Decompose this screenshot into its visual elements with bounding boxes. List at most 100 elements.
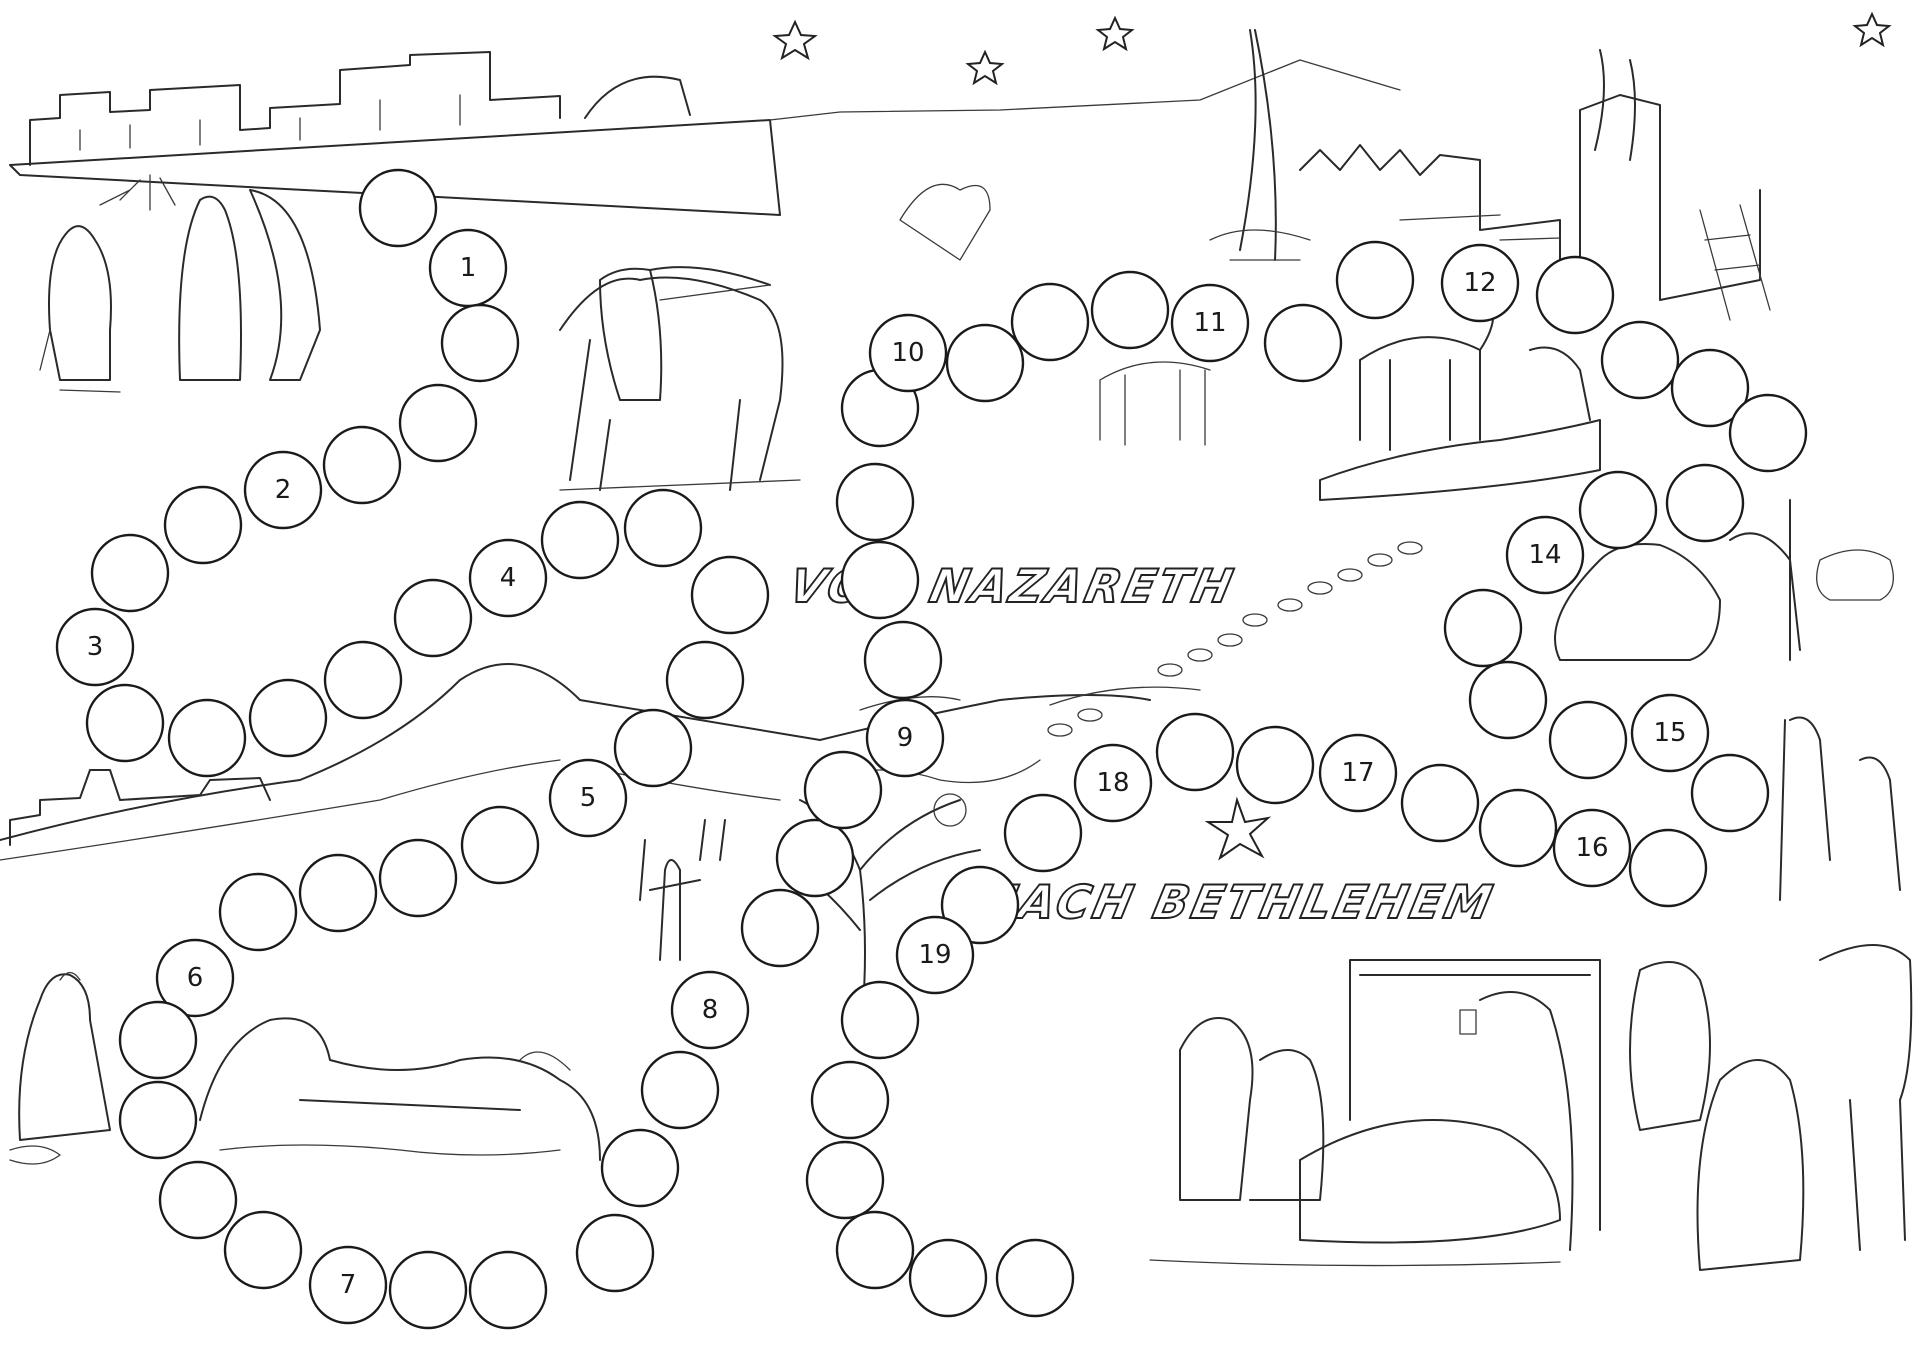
board-field[interactable] [388,1250,468,1330]
board-field[interactable] [810,1060,890,1140]
board-field[interactable] [1235,725,1315,805]
board-field[interactable] [1548,700,1628,780]
field-circle[interactable] [1335,240,1415,320]
board-field[interactable] [863,620,943,700]
field-circle[interactable] [468,538,548,618]
board-field[interactable] [835,462,915,542]
field-circle[interactable] [1468,660,1548,740]
field-circle[interactable] [55,607,135,687]
field-circle[interactable] [358,168,438,248]
field-circle[interactable] [865,698,945,778]
board-field-3[interactable]: 3 [55,607,135,687]
field-circle[interactable] [1318,733,1398,813]
field-circle[interactable] [1552,808,1632,888]
board-field[interactable] [540,500,620,580]
field-circle[interactable] [118,1080,198,1160]
field-circle[interactable] [640,1050,720,1130]
board-field[interactable] [298,853,378,933]
field-circle[interactable] [298,853,378,933]
field-circle[interactable] [805,1140,885,1220]
field-circle[interactable] [90,533,170,613]
field-circle[interactable] [775,818,855,898]
field-circle[interactable] [398,383,478,463]
field-circle[interactable] [835,1210,915,1290]
board-field[interactable] [640,1050,720,1130]
field-circle[interactable] [1400,763,1480,843]
board-field[interactable] [740,888,820,968]
field-circle[interactable] [868,313,948,393]
board-field[interactable] [1578,470,1658,550]
board-field[interactable] [468,1250,548,1330]
board-field[interactable] [118,1000,198,1080]
board-field-15[interactable]: 15 [1630,693,1710,773]
board-field[interactable] [1478,788,1558,868]
field-circle[interactable] [167,698,247,778]
field-circle[interactable] [158,1160,238,1240]
board-field-8[interactable]: 8 [670,970,750,1050]
board-field[interactable] [803,750,883,830]
field-circle[interactable] [613,708,693,788]
field-circle[interactable] [665,640,745,720]
board-field[interactable] [613,708,693,788]
board-field[interactable] [223,1210,303,1290]
field-circle[interactable] [623,488,703,568]
board-field-9[interactable]: 9 [865,698,945,778]
field-circle[interactable] [1443,588,1523,668]
board-field[interactable] [1010,282,1090,362]
board-field[interactable] [167,698,247,778]
field-circle[interactable] [378,838,458,918]
field-circle[interactable] [155,938,235,1018]
field-circle[interactable] [1003,793,1083,873]
field-circle[interactable] [1170,283,1250,363]
board-field-1[interactable]: 1 [428,228,508,308]
field-circle[interactable] [1628,828,1708,908]
field-circle[interactable] [548,758,628,838]
field-circle[interactable] [248,678,328,758]
board-field[interactable] [1155,712,1235,792]
board-field[interactable] [995,1238,1075,1318]
board-field-18[interactable]: 18 [1073,743,1153,823]
field-circle[interactable] [1665,463,1745,543]
board-field-16[interactable]: 16 [1552,808,1632,888]
board-field[interactable] [358,168,438,248]
board-field[interactable] [248,678,328,758]
board-field[interactable] [600,1128,680,1208]
board-field[interactable] [378,838,458,918]
field-circle[interactable] [85,683,165,763]
board-field[interactable] [1090,270,1170,350]
field-circle[interactable] [940,865,1020,945]
board-field[interactable] [1335,240,1415,320]
board-field[interactable] [1263,303,1343,383]
board-field[interactable] [398,383,478,463]
board-field[interactable] [393,578,473,658]
field-circle[interactable] [1535,255,1615,335]
board-field-4[interactable]: 4 [468,538,548,618]
field-circle[interactable] [440,303,520,383]
field-circle[interactable] [840,540,920,620]
field-circle[interactable] [600,1128,680,1208]
board-field[interactable] [1443,588,1523,668]
field-circle[interactable] [1263,303,1343,383]
board-field[interactable] [623,488,703,568]
board-field[interactable] [1600,320,1680,400]
field-circle[interactable] [1505,515,1585,595]
board-field[interactable] [575,1213,655,1293]
field-circle[interactable] [323,640,403,720]
board-field[interactable] [118,1080,198,1160]
field-circle[interactable] [835,462,915,542]
board-field[interactable] [940,865,1020,945]
field-circle[interactable] [540,500,620,580]
field-circle[interactable] [863,620,943,700]
field-circle[interactable] [1578,470,1658,550]
board-field-5[interactable]: 5 [548,758,628,838]
board-field-7[interactable]: 7 [308,1245,388,1325]
field-circle[interactable] [118,1000,198,1080]
board-field[interactable] [1468,660,1548,740]
board-field[interactable] [85,683,165,763]
board-field[interactable] [665,640,745,720]
board-field[interactable] [1665,463,1745,543]
field-circle[interactable] [1010,282,1090,362]
board-field[interactable] [1728,393,1808,473]
board-field[interactable] [1535,255,1615,335]
field-circle[interactable] [740,888,820,968]
